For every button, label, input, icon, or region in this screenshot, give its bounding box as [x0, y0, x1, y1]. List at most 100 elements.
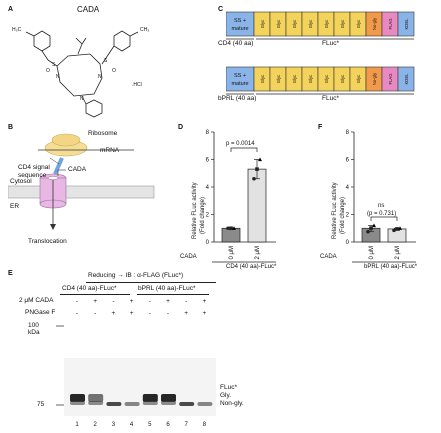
significance-bracket — [230, 147, 258, 152]
blot-band — [88, 394, 104, 402]
blot-cada-value: - — [149, 298, 151, 305]
panel-c-letter: C — [218, 6, 224, 13]
cytosol-label: Cytosol — [10, 178, 32, 185]
blot-group-1: CD4 (40 aa)-FLuc* — [62, 285, 117, 292]
blot-marker-100: 100 — [28, 322, 39, 329]
segment-flag-label: FLAG — [388, 19, 393, 30]
segment-ss — [226, 11, 255, 37]
blot-group-1-line — [60, 294, 130, 295]
blot-kda-label: kDa — [28, 329, 40, 336]
blot-band — [124, 402, 140, 406]
chart-f-ylabel-1: Relative FLuc activity — [332, 182, 338, 239]
chart-f: Relative FLuc activity (Fold change) 024… — [320, 130, 418, 270]
blot-band — [197, 402, 213, 406]
segment-glyc-label: Glyc — [276, 75, 281, 83]
segment-ss-label: SS + — [234, 73, 246, 79]
y-tick-label: 4 — [346, 185, 350, 191]
segment-glyc-label: Glyc — [324, 75, 329, 83]
blot-band — [142, 394, 158, 402]
blot-group-2-line — [137, 294, 209, 295]
blot-band — [106, 402, 122, 406]
segment-glyc-label: Glyc — [260, 75, 265, 83]
cada-label: CADA — [68, 166, 87, 173]
blot-fluc-label: FLuc* — [220, 384, 237, 391]
construct-cd4-fluc-label: FLuc* — [322, 40, 339, 47]
cada-structure: S S N N N O O H₃C CH₃ .HCl — [12, 27, 149, 118]
bar — [387, 228, 407, 243]
panel-b-letter: B — [8, 124, 14, 131]
blot-band-nongly — [70, 401, 85, 405]
y-tick-label: 4 — [206, 185, 210, 191]
data-point — [369, 226, 373, 231]
blot-row-cada-label: 2 μM CADA — [19, 297, 54, 304]
data-point — [255, 167, 259, 171]
bar — [247, 168, 267, 243]
panel-a-letter: A — [8, 6, 14, 13]
segment-ss — [226, 66, 255, 92]
segment-glyc-label: Glyc — [260, 20, 265, 28]
atom-n-bottom: N — [80, 96, 84, 102]
blot-cada-value: + — [93, 298, 97, 305]
segment-ss-label: mature — [231, 26, 248, 32]
segment-glyc-label: Glyc — [292, 20, 297, 28]
y-tick-label: 6 — [346, 158, 350, 164]
x-tick-label: 0 μM — [229, 246, 235, 259]
blot-header-underline — [86, 282, 216, 283]
blot-pngase-value: + — [203, 310, 207, 317]
hcl-label: .HCl — [132, 82, 142, 88]
atom-s-left: S — [52, 62, 56, 68]
blot-lane-number: 5 — [148, 422, 152, 428]
y-tick-label: 8 — [206, 130, 210, 136]
blot-cada-value: - — [185, 298, 187, 305]
x-tick-label: 2 μM — [395, 246, 401, 259]
panel-a-title: CADA — [77, 5, 100, 14]
blot-pngase-value: + — [184, 310, 188, 317]
blot-nongly-label: Non-gly. — [220, 400, 244, 407]
blot-pngase-value: - — [149, 310, 151, 317]
atom-n-right: N — [98, 74, 102, 80]
mrna-label: mRNA — [100, 147, 120, 154]
blot-gly-label: Gly. — [220, 392, 232, 399]
y-tick-label: 2 — [346, 213, 350, 219]
blot-lane-number: 7 — [185, 422, 189, 428]
methyl-left: H₃C — [12, 27, 22, 33]
blot-lane-number: 1 — [75, 422, 79, 428]
segment-kdel — [397, 66, 415, 92]
methyl-right: CH₃ — [140, 27, 149, 33]
chart-f-cada-label: CADA — [320, 254, 337, 260]
blot-cada-value: + — [203, 298, 207, 305]
x-tick-label: 2 μM — [255, 246, 261, 259]
blot-band-nongly — [88, 401, 104, 405]
y-tick-label: 0 — [206, 240, 210, 246]
blot-pngase-value: - — [94, 310, 96, 317]
chart-d-pvalue: p = 0.0014 — [226, 141, 255, 147]
translocation-label: Translocation — [28, 238, 67, 245]
segment-glyc-label: Glyc — [324, 20, 329, 28]
blot-lane-number: 3 — [112, 422, 116, 428]
blot-band-nongly — [161, 401, 176, 405]
construct-bprl-fluc-label: FLuc* — [322, 95, 339, 102]
chart-d-group-label: CD4 (40 aa)-FLuc* — [226, 264, 277, 270]
blot-cada-value: + — [166, 298, 170, 305]
chart-f-pvalue: (p = 0.731) — [367, 211, 396, 217]
blot-cada-value: - — [76, 298, 78, 305]
segment-glyc-label: Glyc — [276, 20, 281, 28]
signal-seq-label-1: CD4 signal — [18, 164, 50, 171]
significance-bracket — [370, 216, 398, 221]
blot-band — [161, 394, 176, 402]
atom-s-right: S — [104, 58, 108, 64]
data-point — [366, 229, 370, 234]
segment-glyc-label: Glyc — [292, 75, 297, 83]
blot-lane-number: 4 — [130, 422, 134, 428]
panel-d-letter: D — [178, 124, 184, 131]
y-tick-label: 8 — [346, 130, 350, 136]
chart-f-ylabel-2: (Fold change) — [340, 197, 346, 234]
blot-lane-number: 6 — [166, 422, 170, 428]
blot-marker-75: 75 — [37, 401, 45, 408]
segment-glyc-label: Glyc — [308, 75, 313, 83]
data-point — [392, 228, 396, 233]
panel-e-letter: E — [8, 270, 13, 277]
